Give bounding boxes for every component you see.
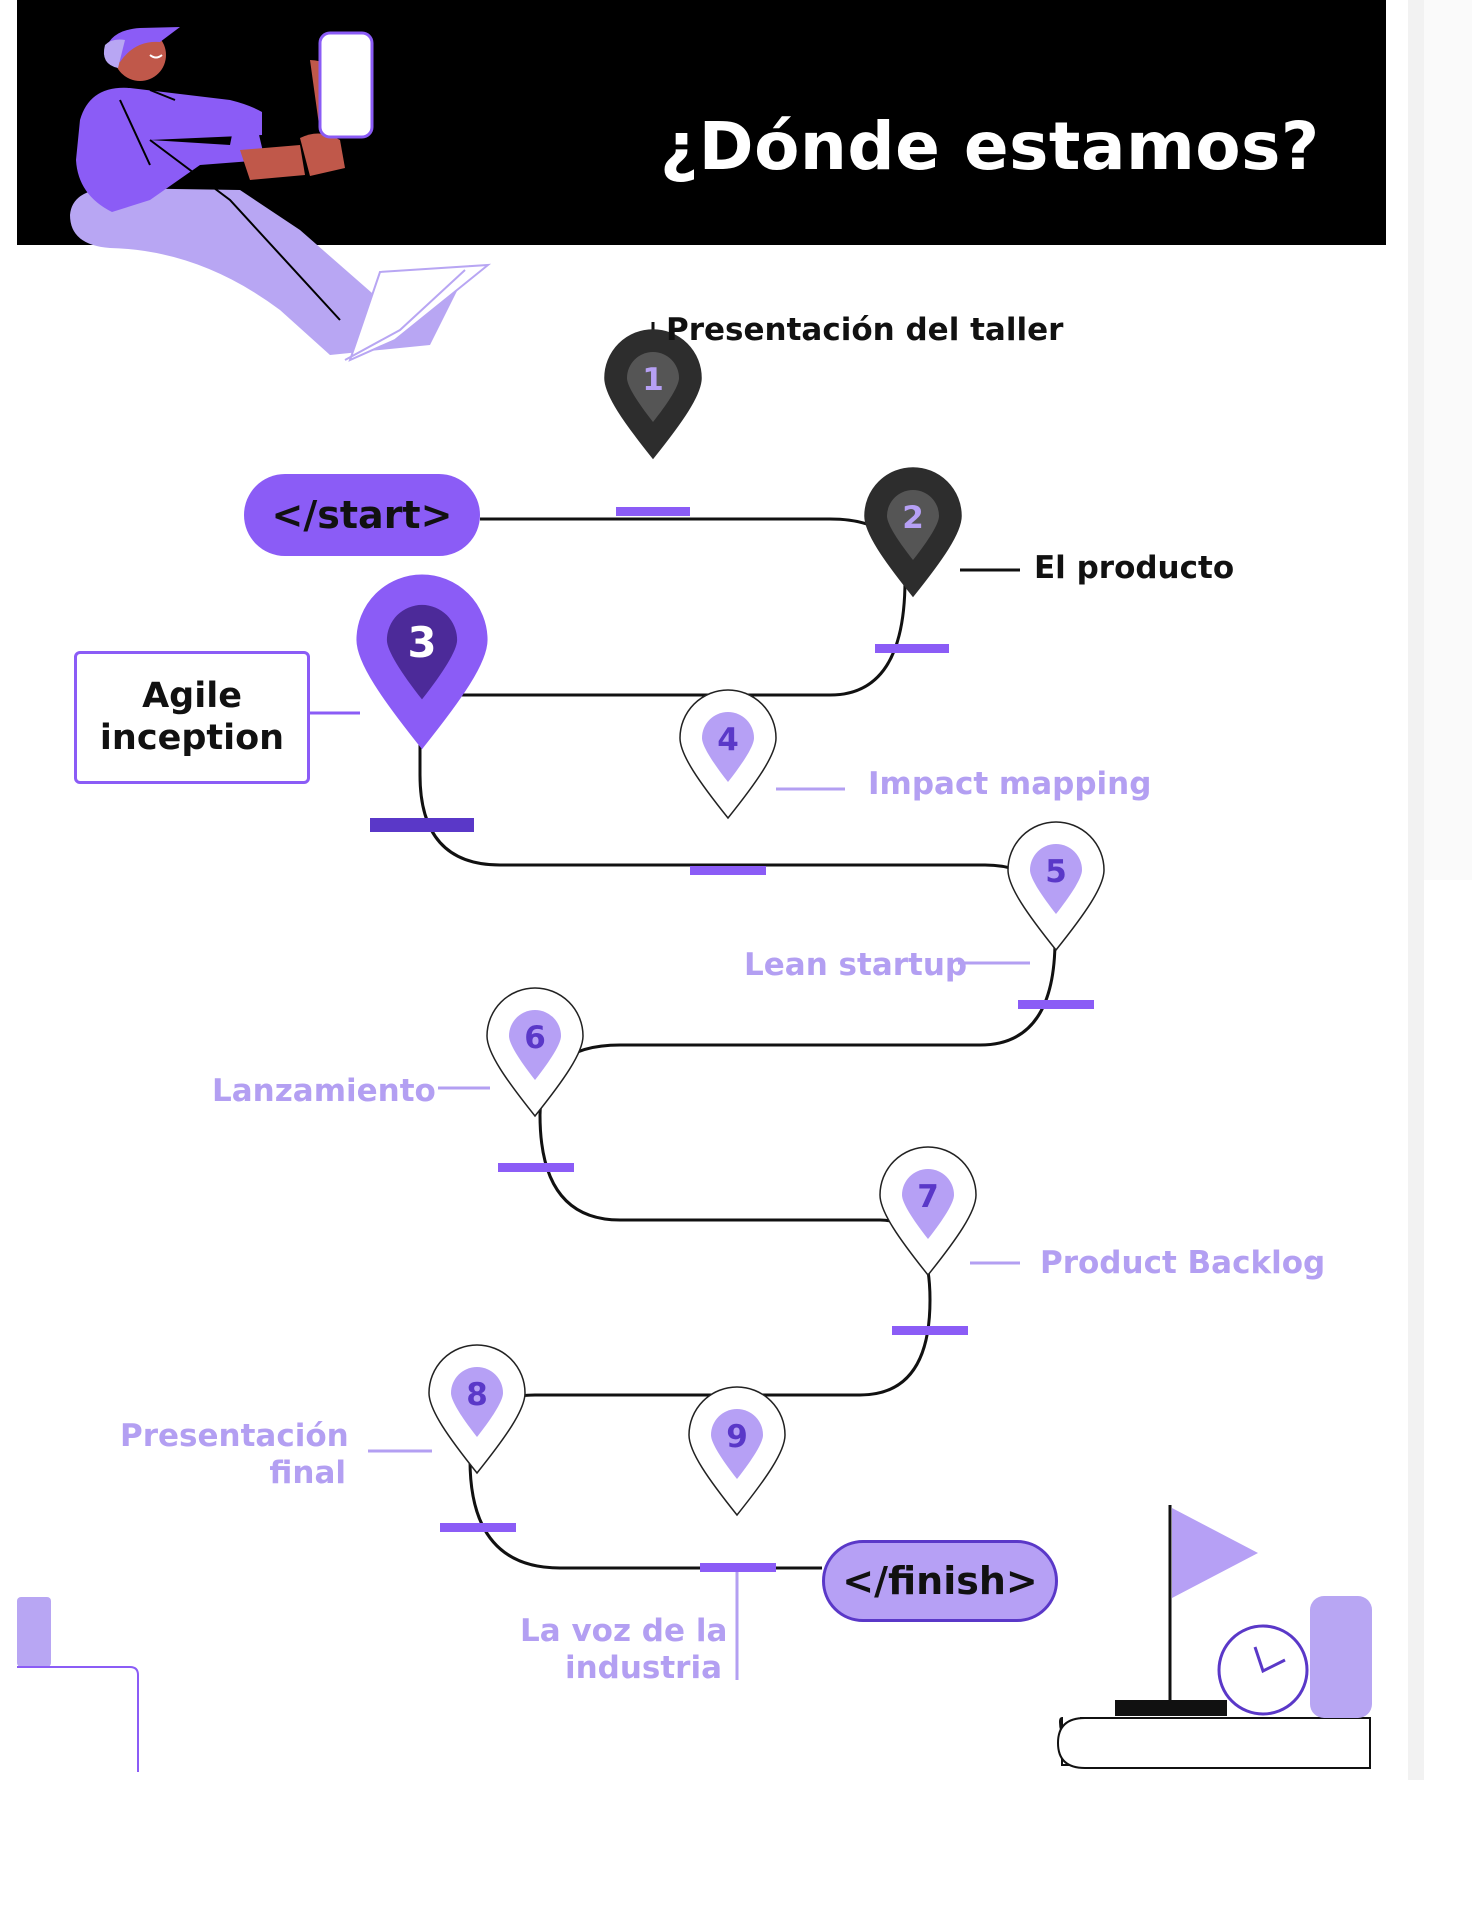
clock-icon <box>1217 1624 1309 1716</box>
step-9-label-line-1: La voz de la <box>520 1613 728 1649</box>
pin-1-number: 1 <box>642 362 664 398</box>
pin-6-number: 6 <box>524 1020 546 1056</box>
pin-9-number: 9 <box>726 1419 748 1455</box>
decorative-outline <box>17 1666 139 1772</box>
step-6-label: Lanzamiento <box>212 1073 436 1109</box>
map-pin-5-inner <box>1030 844 1082 914</box>
map-pin-1-inner <box>627 352 679 422</box>
pin-base <box>875 644 949 653</box>
start-pill: </start> <box>244 474 480 556</box>
pins-group <box>356 329 1105 1517</box>
step-5-label: Lean startup <box>744 947 968 983</box>
page-title: ¿Dónde estamos? <box>660 108 1320 185</box>
map-pin-2-inner <box>887 490 939 560</box>
pin-base <box>616 507 690 516</box>
decorative-block <box>17 1597 51 1667</box>
map-pin-9-inner <box>711 1409 763 1479</box>
pin-5-number: 5 <box>1045 854 1067 890</box>
pin-2-number: 2 <box>902 500 924 536</box>
step-3-label-line-2: inception <box>99 717 285 758</box>
step-1-label: Presentación del taller <box>666 312 1064 348</box>
step-4-label: Impact mapping <box>868 766 1152 802</box>
pin-base <box>700 1563 776 1572</box>
step-3-label-box: Agile inception <box>74 651 310 784</box>
pin-8-number: 8 <box>466 1377 488 1413</box>
side-strip-light <box>1424 0 1472 880</box>
map-pin-4-inner <box>702 712 754 782</box>
step-9-label: La voz de la industria <box>520 1613 728 1687</box>
step-2-label: El producto <box>1034 550 1235 586</box>
map-pin-3-inner <box>386 604 458 700</box>
pin-base <box>690 866 766 875</box>
step-8-label: Presentación final <box>120 1418 349 1492</box>
pin-base <box>370 818 474 832</box>
pin-4-number: 4 <box>717 722 739 758</box>
side-strip <box>1408 0 1424 1780</box>
flag-illustration <box>1056 1505 1372 1769</box>
map-pin-8-inner <box>451 1367 503 1437</box>
pin-3-number: 3 <box>407 618 437 668</box>
step-8-label-line-1: Presentación <box>120 1418 349 1454</box>
step-7-label: Product Backlog <box>1040 1245 1326 1281</box>
map-pin-7-inner <box>902 1169 954 1239</box>
finish-pill: </finish> <box>822 1540 1058 1622</box>
pin-base <box>1018 1000 1094 1009</box>
step-9-label-line-2: industria <box>564 1650 722 1687</box>
pin-base <box>498 1163 574 1172</box>
pin-base <box>440 1523 516 1532</box>
map-pin-6-inner <box>509 1010 561 1080</box>
pin-base <box>892 1326 968 1335</box>
pin-7-number: 7 <box>917 1179 939 1215</box>
step-8-label-line-2: final <box>269 1455 346 1492</box>
step-3-label-line-1: Agile <box>142 676 242 717</box>
person-with-phone-illustration <box>70 27 492 362</box>
